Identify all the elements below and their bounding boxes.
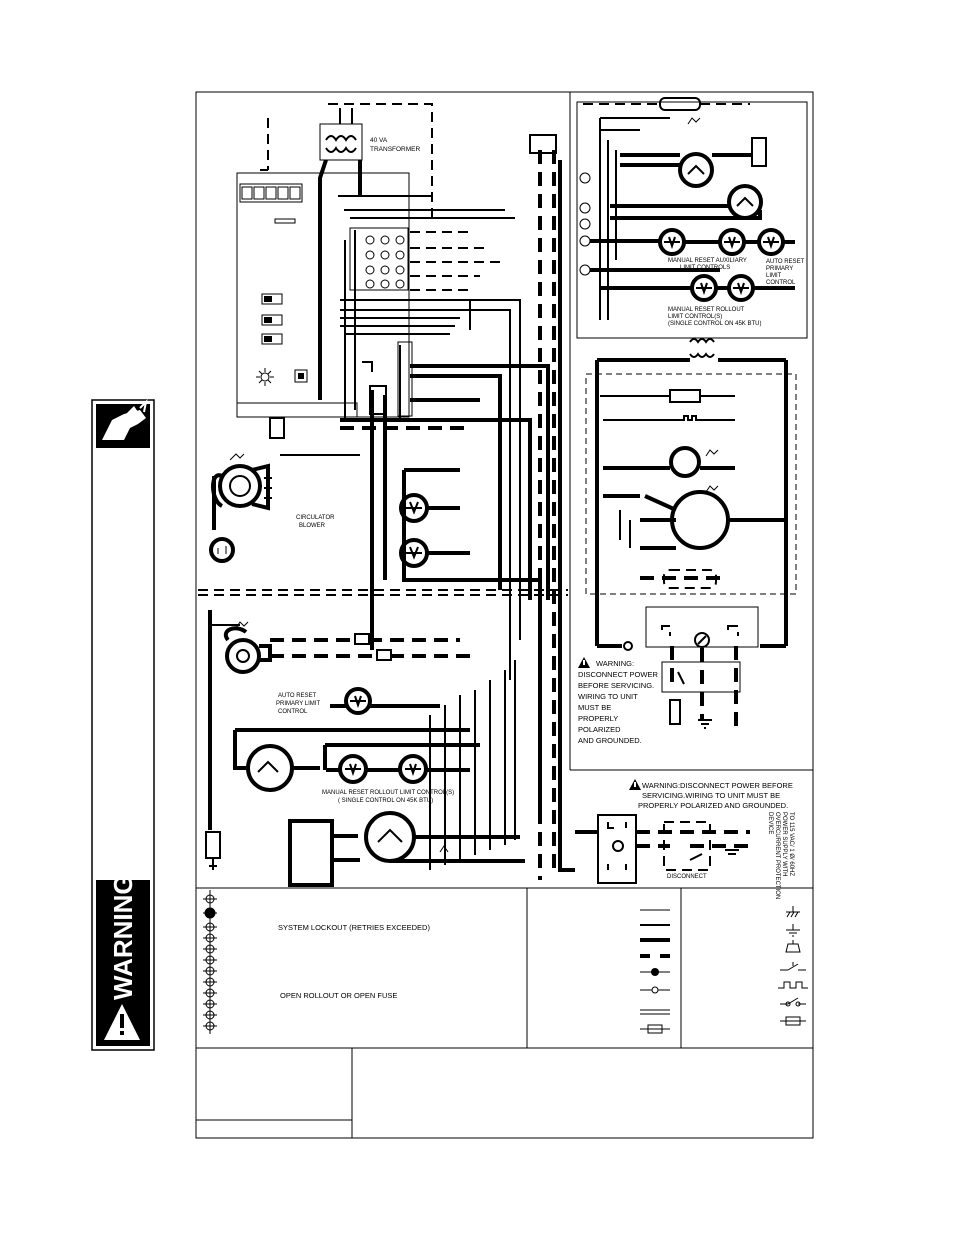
bottom-warning-2: SERVICING.WIRING TO UNIT MUST BE: [642, 791, 780, 800]
warning-line-4: WIRING TO UNIT: [578, 692, 638, 701]
circulator-label-1: CIRCULATOR: [296, 515, 335, 521]
pressure-switches: [399, 493, 470, 568]
roll-label-3: (SINGLE CONTROL ON 45K BTU): [668, 321, 761, 327]
auto-label-3: LIMIT: [766, 273, 782, 279]
warning-triangle-icon: [104, 1004, 140, 1040]
bottom-warning-3: PROPERLY POLARIZED AND GROUNDED.: [638, 801, 788, 810]
fuse-icon: [785, 1016, 801, 1026]
led-icon-column: [203, 890, 217, 1034]
legend-open-rollout: OPEN ROLLOUT OR OPEN FUSE: [280, 991, 397, 1000]
rollout-left-label-2: ( SINGLE CONTROL ON 45K BTU): [338, 798, 433, 804]
roll-label-2: LIMIT CONTROL(S): [668, 314, 722, 320]
warning-line-3: BEFORE SERVICING.: [578, 681, 654, 690]
power-supply-4: DEVICE: [767, 812, 773, 834]
circulator-blower: CIRCULATOR BLOWER: [209, 453, 335, 563]
roll-label-1: MANUAL RESET ROLLOUT: [668, 307, 745, 313]
symbol-legend: [778, 906, 808, 1026]
warning-line-8: AND GROUNDED.: [578, 736, 642, 745]
side-warning-label: WARNING: [91, 398, 155, 1051]
primary-limit-left: AUTO RESET PRIMARY LIMIT CONTROL: [276, 687, 440, 715]
legend: SYSTEM LOCKOUT (RETRIES EXCEEDED) OPEN R…: [203, 890, 808, 1034]
dip-switches: [261, 293, 283, 345]
auto-label-1: AUTO RESET: [766, 259, 805, 265]
warning-line-1: WARNING:: [596, 659, 634, 668]
side-warning-text: WARNING: [108, 874, 138, 1000]
auto-label-2: PRIMARY: [766, 266, 793, 272]
transformer-label-1: 40 VA: [370, 137, 388, 144]
warning-triangle-icon: [629, 779, 641, 790]
right-ladder: [585, 338, 797, 646]
warning-line-6: PROPERLY: [578, 714, 618, 723]
power-supply-3: OVERCURRENT PROTECTION: [774, 812, 780, 899]
plug-icon: [785, 940, 801, 953]
pressure-switch-icon: [780, 962, 806, 971]
wire-bundle-top: [260, 103, 521, 680]
inducer-motor: [208, 610, 470, 830]
aux-label-1: MANUAL RESET AUXILIARY: [668, 258, 747, 264]
status-led-icon: [256, 368, 274, 386]
electric-shock-icon: [102, 398, 148, 440]
gas-valve: [205, 660, 525, 887]
bottom-warning: WARNING:DISCONNECT POWER BEFORE SERVICIN…: [575, 779, 794, 899]
primary-limit-left-label-2: PRIMARY LIMIT: [276, 701, 320, 707]
aux-label-2: LIMIT CONTROLS: [680, 265, 730, 271]
transformer-label-2: TRANSFORMER: [370, 146, 421, 153]
heavy-wiring: [280, 134, 575, 880]
earth-ground-icon: [786, 924, 800, 937]
warning-block: WARNING: DISCONNECT POWER BEFORE SERVICI…: [578, 657, 658, 745]
primary-limit-left-label-3: CONTROL: [278, 709, 308, 715]
primary-limit-left-label-1: AUTO RESET: [278, 693, 317, 699]
legend-system-lockout: SYSTEM LOCKOUT (RETRIES EXCEEDED): [278, 923, 430, 932]
bottom-warning-1: WARNING:DISCONNECT POWER BEFORE: [642, 781, 793, 790]
transformer: 40 VA TRANSFORMER: [319, 123, 421, 161]
disconnect-label: DISCONNECT: [667, 874, 707, 880]
chassis-ground-icon: [786, 906, 800, 918]
warning-line-5: MUST BE: [578, 703, 611, 712]
thermal-switch-icon: [778, 981, 808, 989]
right-top-panel: MANUAL RESET AUXILIARY LIMIT CONTROLS AU…: [576, 97, 808, 339]
diagram-frame: [195, 91, 814, 1139]
warning-line-2: DISCONNECT POWER: [578, 670, 658, 679]
twelve-pin-connector: [349, 227, 409, 291]
power-supply-1: TO 115 VAC/ 1 Ø/ 60HZ: [788, 812, 794, 876]
warning-triangle-icon: [578, 657, 590, 668]
circulator-label-2: BLOWER: [299, 523, 326, 529]
switch-icon: [780, 997, 806, 1005]
auto-label-4: CONTROL: [766, 280, 796, 286]
warning-line-7: POLARIZED: [578, 725, 621, 734]
rollout-left-label-1: MANUAL RESET ROLLOUT LIMIT CONTROL(S): [322, 790, 454, 796]
rollout-limits-left: MANUAL RESET ROLLOUT LIMIT CONTROL(S) ( …: [233, 728, 480, 804]
line-type-legend: [640, 909, 670, 1034]
power-supply-2: POWER SUPPLY WITH: [781, 812, 787, 876]
junction-box: [597, 606, 786, 730]
